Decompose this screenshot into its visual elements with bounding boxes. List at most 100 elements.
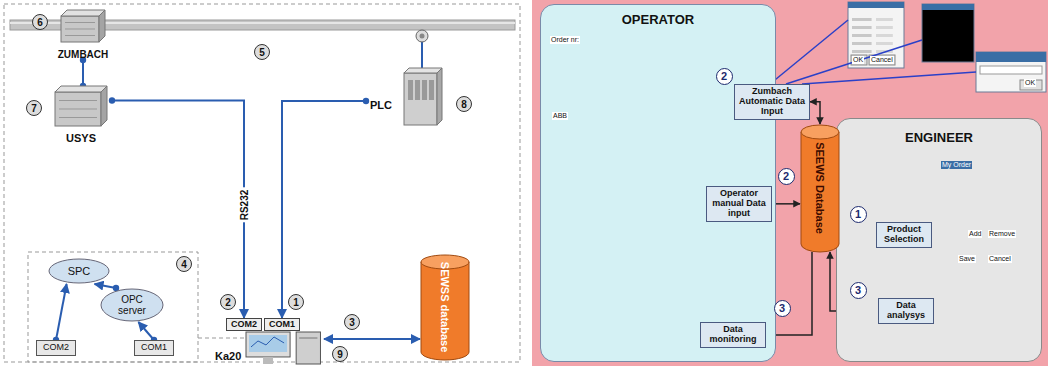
shape-part [421,262,469,360]
shape-part [404,68,442,73]
connector [95,284,117,288]
screenshot-window-part [869,55,895,65]
connector [810,102,820,124]
process-box: COM1 [134,340,174,356]
process-box: Product Selection [876,222,932,248]
node-icon [404,68,442,126]
callout-number: 1 [850,206,867,223]
connector [282,101,366,318]
screen-leader-lines-part [802,72,976,84]
shape-part [61,10,105,16]
screenshot-text: OK [852,56,864,64]
callout-number: 6 [32,14,48,30]
callout-number: 7 [26,100,42,116]
shape-part [421,255,469,360]
callout-number: 9 [332,346,348,362]
shape-part [49,259,109,283]
device-node: Ka20COM2COM1 [212,314,324,364]
node-text: ENGINEER [905,131,973,145]
plc-sensor-wire [416,30,428,68]
shape-part [59,109,97,110]
shape-part [415,80,420,100]
screenshot-window-part [876,34,893,37]
node-icon [246,332,322,364]
node-text: SEEWS Database [814,142,826,234]
screenshot-window [922,4,974,62]
shape-part [99,10,105,42]
screenshot-window-part [876,26,893,29]
connector [112,101,244,319]
node-text: COM1 [269,320,295,330]
node-icon [55,86,107,126]
signal-label: RS232 [239,188,250,223]
node-text: OPERATOR [622,13,694,27]
shape-part [251,337,284,347]
connector [56,284,67,340]
left-frame-part [4,4,520,362]
process-box: Zumbach Automatic Data Input [734,84,810,120]
connector [82,60,84,86]
shape-part [246,332,290,357]
screenshot-text: ABB [552,112,568,120]
connector [772,203,800,205]
screenshot-window-part [852,26,872,29]
screenshot-window-part [980,66,1042,74]
node-icon [61,10,105,42]
shape-part [404,73,437,125]
shape-part [61,16,99,42]
node-text: COM2 [231,320,257,330]
callout-number: 3 [344,314,360,330]
screenshot-window-part [922,4,974,10]
screenshot-text: OK [1024,79,1036,87]
callout-number: 4 [176,256,192,272]
callout-number: 2 [220,294,236,310]
shape-part [101,289,163,321]
screenshot-window-part [976,52,1046,62]
screenshot-window-part [976,52,1046,92]
shape-part [59,117,97,118]
process-box: Data monitoring [700,322,766,348]
screenshot-window-part [852,50,872,53]
process-ellipse: OPC server [100,288,164,322]
shape-part [61,10,105,42]
shape-part [49,259,109,283]
shape-part [429,80,434,100]
process-box: Data analysys [878,298,934,324]
connector [324,338,420,340]
device-node: PLC [366,68,446,128]
shape-part [55,86,107,126]
left-frame [4,4,520,362]
screenshot-text: Add [968,230,982,238]
shape-part [422,80,427,100]
callout-number: 8 [456,96,472,112]
left-frame-part [28,252,198,362]
right-ground [532,0,1048,366]
plc-sensor-wire-part [420,34,425,39]
shape-part [65,29,95,30]
node-text: ZUMBACH [58,49,109,60]
database-cylinder: SEWSS database [420,254,470,360]
screenshot-text: Order nr: [550,36,580,44]
node-text: Product Selection [879,225,929,245]
shape-part [101,289,163,321]
shape-part [65,35,95,36]
shape-part [55,86,107,92]
shape-part [801,132,839,252]
callout-number: 3 [774,300,791,317]
callout-number: 3 [850,282,867,299]
device-node: ZUMBACH [52,8,114,60]
shape-part [404,68,442,125]
node-text: Zumbach Automatic Data Input [737,87,807,117]
plc-sensor-wire-part [416,30,428,42]
screenshot-text: Cancel [988,255,1012,263]
screenshot-window [848,2,904,68]
shape-part [59,100,97,101]
screenshot-window-part [848,2,904,8]
node-text: Data analysys [881,301,931,321]
shape-part [437,68,442,125]
shape-part [249,335,287,352]
database-cylinder: SEEWS Database [800,124,840,252]
process-box: Operator manual Data input [706,186,772,222]
